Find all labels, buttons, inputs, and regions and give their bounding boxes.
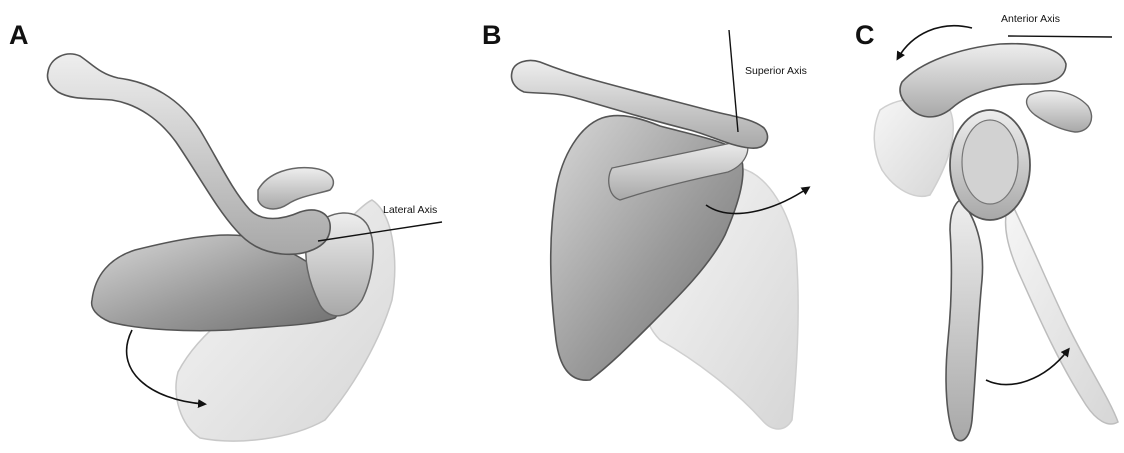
panel-label-a: A	[9, 20, 29, 50]
scapula-blade-faded-c	[1006, 200, 1118, 424]
scapula-blade-c	[946, 200, 982, 441]
panel-label-c: C	[855, 20, 875, 50]
rotation-arrow-c-bottom	[986, 350, 1068, 385]
panel-label-b: B	[482, 20, 502, 50]
coracoid-shape-c	[1027, 91, 1092, 132]
panel-b: B Superior Axis	[482, 20, 808, 429]
panel-c: C Anterior Axis	[855, 13, 1118, 441]
coracoid-shape	[258, 168, 333, 209]
superior-axis-label: Superior Axis	[745, 65, 807, 77]
anterior-axis-line	[1008, 36, 1112, 37]
lateral-axis-label: Lateral Axis	[383, 204, 437, 216]
clavicle-shape	[47, 54, 330, 254]
glenoid-fossa-c	[962, 120, 1018, 204]
anterior-axis-label: Anterior Axis	[1001, 13, 1060, 25]
panel-a: A Lateral Axis	[9, 20, 442, 441]
